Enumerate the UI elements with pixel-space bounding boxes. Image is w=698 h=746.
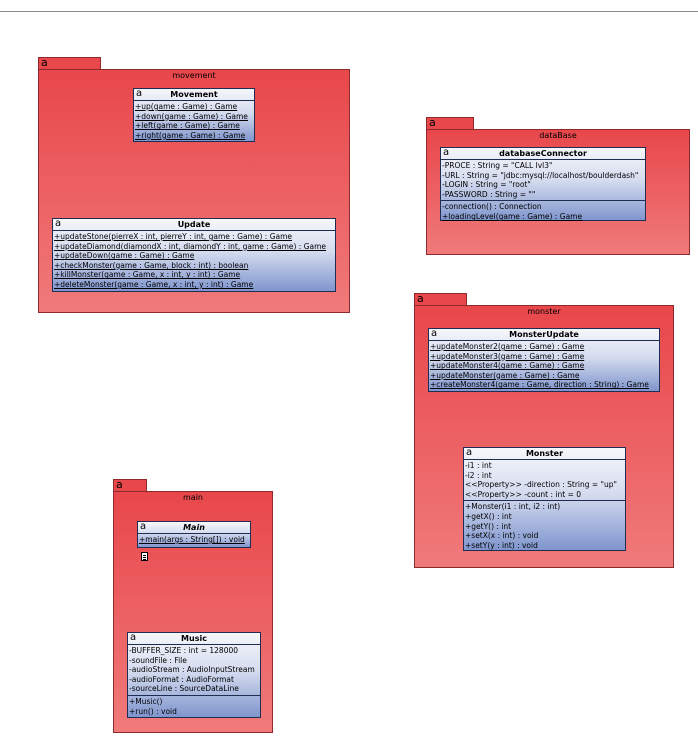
operations-section: +main(args : String[]) : void (138, 534, 250, 546)
operation: +loadingLevel(game : Game) : Game (442, 211, 583, 221)
class-main[interactable]: a Main +main(args : String[]) : void (137, 521, 251, 548)
attribute: -i1 : int (465, 461, 492, 470)
top-divider-line (0, 11, 698, 12)
package-name: movement (172, 71, 216, 80)
operation: +updateMonster2(game : Game) : Game (430, 342, 585, 351)
operation: +setY(y : int) : void (465, 540, 538, 550)
operations-section: +updateStone(pierreX : int, pierreY : in… (53, 231, 335, 291)
class-icon: a (466, 447, 473, 458)
attribute: -i2 : int (465, 470, 492, 480)
class-title: MonsterUpdate (509, 330, 579, 339)
class-icon: a (55, 218, 62, 229)
package-icon: a (429, 116, 436, 129)
note-icon (141, 552, 148, 561)
package-tab: a (426, 116, 474, 130)
operation: +up(game : Game) : Game (135, 102, 238, 111)
operation: +down(game : Game) : Game (135, 111, 248, 121)
operation: +updateMonster(game : Game) : Game (430, 370, 580, 380)
operation: +run() : void (129, 706, 177, 716)
operation: +killMonster(game : Game, x : int, y : i… (54, 270, 241, 280)
operations-section: +Monster(i1 : int, i2 : int) +getX() : i… (464, 501, 625, 551)
operation: +getX() : int (465, 511, 512, 521)
operation: +Monster(i1 : int, i2 : int) (465, 502, 561, 512)
class-monster[interactable]: a Monster -i1 : int -i2 : int <<Property>… (463, 447, 626, 551)
class-icon: a (443, 147, 450, 158)
attribute: -PASSWORD : String = "" (442, 189, 536, 199)
attributes-section: -BUFFER_SIZE : int = 128000 -soundFile :… (128, 645, 260, 696)
attributes-section: -PROCE : String = "CALL lvl3" -URL : Str… (441, 160, 645, 202)
class-title: Update (177, 220, 211, 229)
operations-section: +up(game : Game) : Game +down(game : Gam… (134, 101, 254, 141)
operation: +Music() (129, 696, 163, 706)
attribute: -audioStream : AudioInputStream (129, 665, 255, 675)
operation: +right(game : Game) : Game (135, 130, 246, 140)
package-name: main (183, 493, 203, 502)
operation: +updateMonster4(game : Game) : Game (430, 361, 585, 371)
operation: +left(game : Game) : Game (135, 121, 240, 131)
operation: +checkMonster(game : Game, block : int) … (54, 260, 249, 270)
package-tab: a (113, 478, 147, 492)
operation: +createMonster4(game : Game, direction :… (430, 380, 649, 390)
class-title: Main (183, 523, 205, 532)
class-movement[interactable]: a Movement +up(game : Game) : Game +down(… (133, 88, 255, 142)
operation: +updateMonster3(game : Game) : Game (430, 351, 585, 361)
operation: +updateDown(game : Game) : Game (54, 251, 195, 261)
class-music[interactable]: a Music -BUFFER_SIZE : int = 128000 -soun… (127, 632, 261, 718)
class-title: Monster (525, 449, 564, 458)
class-monster-update[interactable]: a MonsterUpdate +updateMonster2(game : Ga… (428, 328, 660, 392)
package-icon: a (417, 292, 424, 305)
package-name: dataBase (539, 131, 577, 140)
attribute: -BUFFER_SIZE : int = 128000 (129, 646, 239, 655)
operations-section: -connection() : Connection +loadingLevel… (441, 201, 645, 222)
operations-section: +Music() +run() : void (128, 696, 260, 717)
attribute: -LOGIN : String = "root" (442, 180, 531, 190)
package-tab: a (414, 292, 467, 306)
package-icon: a (116, 478, 123, 491)
attribute: <<Property>> -count : int = 0 (465, 489, 582, 499)
class-icon: a (130, 632, 137, 643)
package-tab: a (38, 56, 101, 70)
class-update[interactable]: a Update +updateStone(pierreX : int, pier… (52, 218, 336, 292)
attribute: -sourceLine : SourceDataLine (129, 684, 239, 694)
attribute: -URL : String = "jdbc:mysql://localhost/… (442, 170, 639, 180)
attributes-section: -i1 : int -i2 : int <<Property>> -direct… (464, 460, 625, 502)
class-title: Music (181, 634, 207, 643)
class-database-connector[interactable]: a databaseConnector -PROCE : String = "CA… (440, 147, 646, 221)
class-icon: a (136, 88, 143, 99)
operation: +updateDiamond(diamondX : int, diamondY … (54, 241, 327, 251)
attribute: -audioFormat : AudioFormat (129, 674, 234, 684)
operation: +getY() : int (465, 521, 512, 531)
attribute: -PROCE : String = "CALL lvl3" (442, 161, 553, 170)
attribute: <<Property>> -direction : String = "up" (465, 480, 617, 490)
operation: +setX(x : int) : void (465, 531, 539, 541)
operations-section: +updateMonster2(game : Game) : Game +upd… (429, 341, 659, 391)
class-icon: a (140, 521, 147, 532)
operation: +updateStone(pierreX : int, pierreY : in… (54, 232, 293, 241)
attribute: -soundFile : File (129, 655, 187, 665)
operation: +main(args : String[]) : void (139, 535, 245, 544)
operation: +deleteMonster(game : Game, x : int, y :… (54, 279, 254, 289)
class-title: Movement (170, 90, 218, 99)
package-name: monster (527, 307, 561, 316)
class-title: databaseConnector (499, 149, 587, 158)
package-icon: a (41, 56, 48, 69)
class-icon: a (431, 328, 438, 339)
operation: -connection() : Connection (442, 202, 542, 212)
